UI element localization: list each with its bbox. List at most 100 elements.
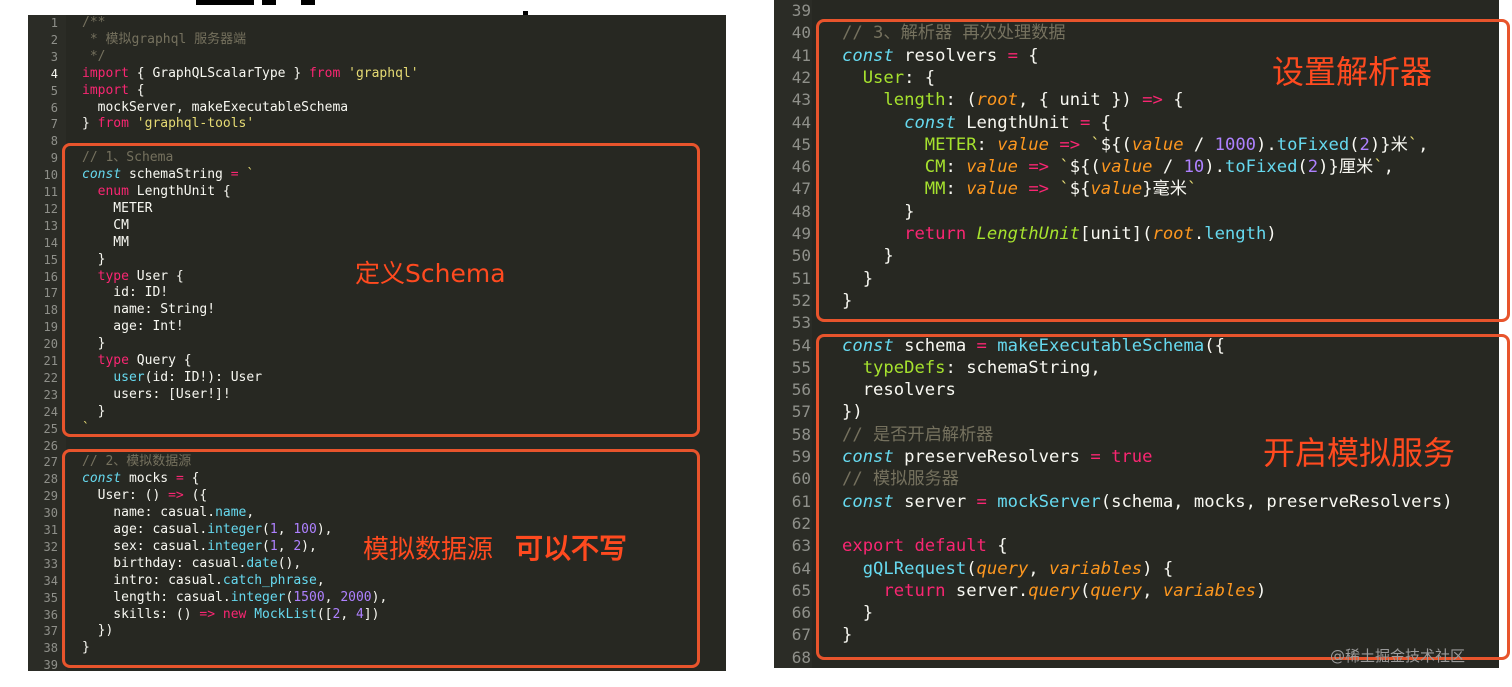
line-number: 19 xyxy=(43,320,58,335)
annotation-start-mock-server: 开启模拟服务 xyxy=(1263,434,1456,472)
annotation-set-resolvers: 设置解析器 xyxy=(1272,53,1433,91)
line-number: 57 xyxy=(791,402,811,422)
line-number: 50 xyxy=(791,246,811,266)
code-line: MM xyxy=(82,234,129,250)
code-line: User: { xyxy=(862,67,936,88)
code-line: } xyxy=(842,201,915,222)
line-number: 48 xyxy=(791,201,811,221)
code-line: const resolvers = { xyxy=(842,45,1039,66)
line-number-gutter xyxy=(774,0,812,668)
code-line: CM: value => `${(value / 10).toFixed(2)}… xyxy=(924,157,1394,178)
code-line: } xyxy=(82,640,90,656)
code-line: import { GraphQLScalarType } from 'graph… xyxy=(82,65,419,81)
code-line: // 1、Schema xyxy=(82,150,174,166)
line-number: 32 xyxy=(43,539,58,554)
line-number: 35 xyxy=(43,590,58,605)
code-line: } xyxy=(842,268,874,289)
code-line: name: String! xyxy=(82,302,216,318)
code-line: } xyxy=(82,251,106,267)
line-number: 55 xyxy=(791,357,811,377)
code-line: // 模拟服务器 xyxy=(842,469,959,490)
annotation-mock-datasource: 模拟数据源 xyxy=(363,535,494,565)
line-number: 56 xyxy=(791,380,811,400)
line-number: 54 xyxy=(791,335,811,355)
code-line: resolvers xyxy=(842,380,956,401)
line-number: 67 xyxy=(791,625,811,645)
line-number: 37 xyxy=(43,624,58,639)
code-line: intro: casual.catch_phrase, xyxy=(82,572,325,588)
line-number: 34 xyxy=(43,573,58,588)
line-number: 20 xyxy=(43,337,58,352)
line-number: 22 xyxy=(43,370,58,385)
line-number: 21 xyxy=(43,354,58,368)
code-line: } xyxy=(842,603,874,624)
code-line: name: casual.name, xyxy=(82,505,255,521)
code-line: // 2、模拟数据源 xyxy=(82,454,192,470)
line-number: 33 xyxy=(43,556,58,571)
line-number: 64 xyxy=(791,558,811,578)
line-number: 5 xyxy=(50,83,58,98)
watermark: @稀土掘金技术社区 xyxy=(1330,647,1466,665)
line-number: 26 xyxy=(43,438,58,453)
line-number: 24 xyxy=(43,404,58,419)
code-line: sex: casual.integer(1, 2), xyxy=(82,538,317,554)
code-line: } xyxy=(82,403,106,419)
code-line: const schemaString = ` xyxy=(82,167,255,183)
code-line: age: casual.integer(1, 100), xyxy=(82,522,333,537)
code-line: birthday: casual.date(), xyxy=(82,555,302,571)
server-highlight-box xyxy=(816,334,1510,660)
line-number: 66 xyxy=(791,603,811,623)
line-number: 52 xyxy=(791,290,811,310)
code-line: type Query { xyxy=(97,353,192,368)
code-line: } xyxy=(842,625,853,646)
code-line: return server.query(query, variables) xyxy=(883,580,1267,601)
line-number: 63 xyxy=(791,536,811,556)
line-number: 46 xyxy=(791,157,811,177)
line-number: 9 xyxy=(50,151,58,166)
line-number: 49 xyxy=(791,224,811,243)
code-line: // 是否开启解析器 xyxy=(842,424,994,445)
annotation-optional: 可以不写 xyxy=(515,532,628,565)
line-number: 27 xyxy=(43,455,58,470)
code-line: const mocks = { xyxy=(82,471,200,487)
code-line: }) xyxy=(82,623,114,639)
line-number: 47 xyxy=(791,179,811,199)
line-number: 53 xyxy=(791,313,811,333)
code-line: METER: value => `${(value / 1000).toFixe… xyxy=(924,134,1429,155)
line-number: 15 xyxy=(43,252,58,267)
line-number: 62 xyxy=(791,513,811,533)
code-line: ` xyxy=(82,420,90,436)
code-line: CM xyxy=(82,217,129,233)
code-line: } from 'graphql-tools' xyxy=(82,116,255,132)
line-number: 3 xyxy=(50,49,58,64)
code-line: gQLRequest(query, variables) { xyxy=(862,558,1174,579)
line-number: 68 xyxy=(791,647,811,667)
line-number: 61 xyxy=(791,491,811,511)
line-number: 13 xyxy=(43,218,58,233)
code-line: export default { xyxy=(842,536,1008,557)
code-line: * 模拟graphql 服务器端 xyxy=(82,31,247,47)
line-number: 29 xyxy=(43,489,58,504)
code-line: import { xyxy=(82,82,145,98)
line-number: 23 xyxy=(43,387,58,402)
line-number: 4 xyxy=(50,66,58,81)
resolvers-highlight-box xyxy=(816,19,1510,322)
line-number: 58 xyxy=(791,424,811,444)
cropped-heading-fragment xyxy=(301,0,315,5)
line-number: 39 xyxy=(43,658,58,671)
code-line: type User { xyxy=(97,268,184,284)
line-number: 51 xyxy=(791,268,811,288)
line-number: 7 xyxy=(50,117,58,132)
code-line: */ xyxy=(82,48,106,64)
line-number: 40 xyxy=(791,23,811,43)
line-number: 25 xyxy=(43,421,58,436)
code-line: length: casual.integer(1500, 2000), xyxy=(82,589,388,605)
cropped-heading-fragment xyxy=(523,11,528,16)
line-number-gutter xyxy=(28,15,66,671)
cropped-heading-fragment xyxy=(262,0,276,5)
code-line: MM: value => `${value}毫米` xyxy=(924,179,1198,200)
line-number: 2 xyxy=(50,32,58,47)
line-number: 18 xyxy=(43,303,58,318)
line-number: 12 xyxy=(43,201,58,216)
